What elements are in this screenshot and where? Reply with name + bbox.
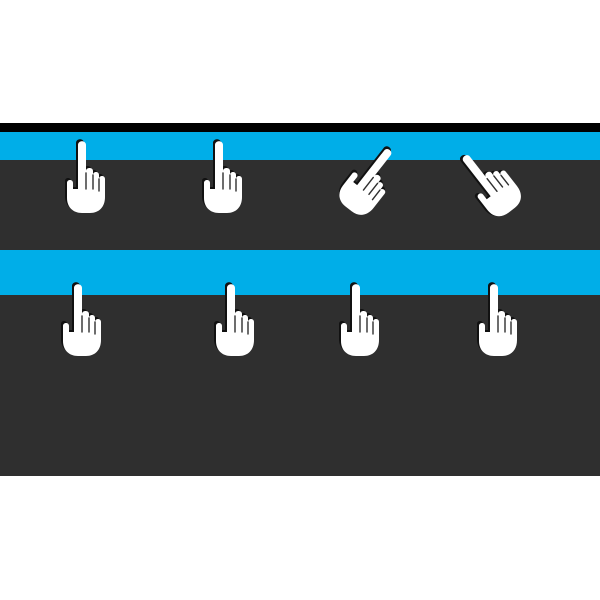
pointing-hand-icon — [211, 280, 261, 362]
pointing-hand-icon — [336, 280, 386, 362]
accent-stripe-middle — [0, 250, 600, 295]
pointing-hand-icon — [199, 137, 249, 219]
pointing-hand-tilted-right-icon — [318, 137, 398, 219]
pointing-hand-icon — [62, 137, 112, 219]
pointing-hand-icon — [58, 280, 108, 362]
panel-top-edge — [0, 123, 600, 132]
accent-stripe-top — [0, 132, 600, 160]
pointing-hand-tilted-left-icon — [458, 139, 538, 221]
gesture-panel — [0, 123, 600, 476]
pointing-hand-icon — [474, 280, 524, 362]
